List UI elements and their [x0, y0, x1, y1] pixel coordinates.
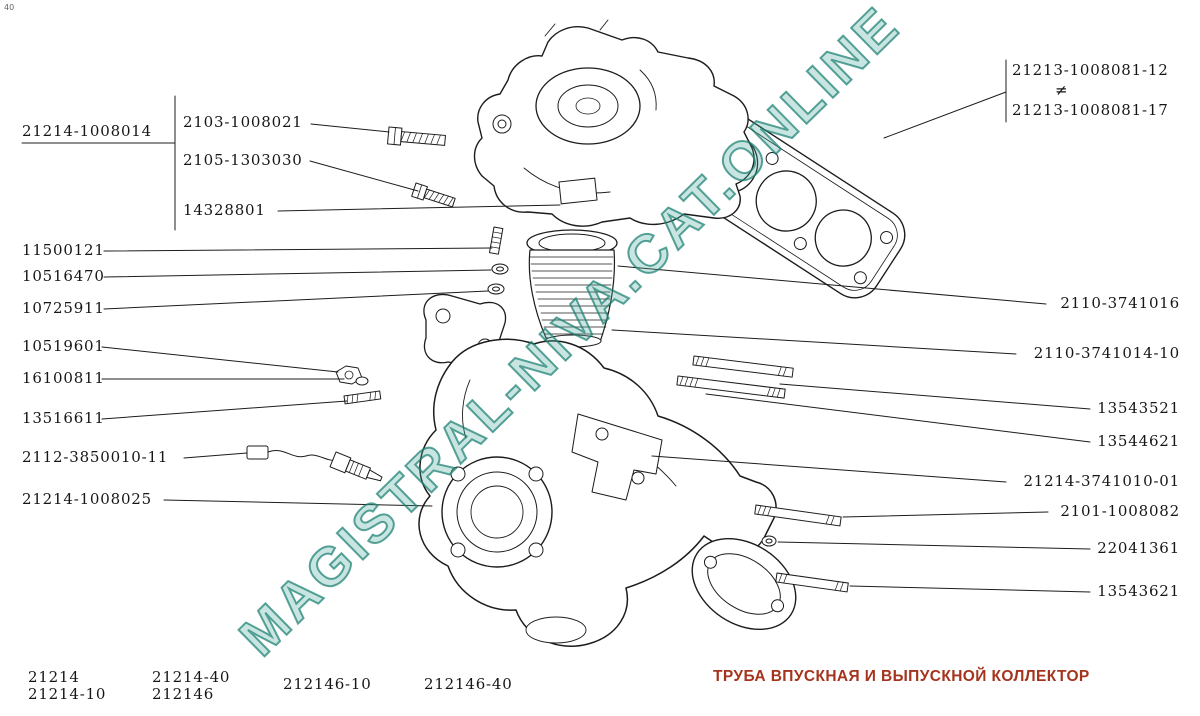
part-callout-right-0: 2110-3741016 — [1060, 294, 1180, 312]
model-code-21214-40: 21214-40 — [152, 668, 231, 686]
part-callout-left-4: 16100811 — [22, 369, 105, 387]
part-callout-right-4: 21214-3741010-01 — [1023, 472, 1180, 490]
leader-lines — [21, 59, 1091, 593]
part-callout-right-5: 2101-1008082 — [1060, 502, 1180, 520]
part-callout-left-2: 10725911 — [22, 299, 105, 317]
model-code-212146: 212146 — [152, 685, 215, 703]
part-callout-topright-second: 21213-1008081-17 — [1012, 101, 1169, 119]
part-callout-topright-first: 21213-1008081-12 — [1012, 61, 1169, 79]
part-callout-bracket-1: 2105-1303030 — [183, 151, 303, 169]
part-callout-right-3: 13544621 — [1097, 432, 1180, 450]
part-callout-group-title: 21214-1008014 — [22, 122, 152, 140]
model-code-21214-10: 21214-10 — [28, 685, 107, 703]
part-callout-left-5: 13516611 — [22, 409, 105, 427]
drawing-title: ТРУБА ВПУСКНАЯ И ВЫПУСКНОЙ КОЛЛЕКТОР — [713, 668, 1090, 685]
part-callout-right-6: 22041361 — [1097, 539, 1180, 557]
exhaust-manifold-drawing — [473, 19, 755, 227]
part-callout-left-1: 10516470 — [22, 267, 105, 285]
not-equal-sign: ≠ — [1055, 81, 1068, 99]
part-callout-left-6: 2112-3850010-11 — [22, 448, 169, 466]
model-code-21214: 21214 — [28, 668, 80, 686]
model-code-212146-10: 212146-10 — [283, 675, 372, 693]
oxygen-sensor-drawing — [246, 445, 383, 482]
part-callout-left-3: 10519601 — [22, 337, 105, 355]
part-callout-right-7: 13543621 — [1097, 582, 1180, 600]
fasteners-drawing — [335, 126, 849, 593]
part-callout-right-1: 2110-3741014-10 — [1033, 344, 1180, 362]
heat-shield-drawing — [526, 229, 618, 348]
model-code-212146-40: 212146-40 — [424, 675, 513, 693]
part-callout-right-2: 13543521 — [1097, 399, 1180, 417]
part-callout-left-0: 11500121 — [22, 241, 105, 259]
corner-mark: 40 — [4, 3, 15, 12]
intake-pipe-drawing — [418, 293, 797, 647]
part-callout-bracket-2: 14328801 — [183, 201, 266, 219]
part-callout-bracket-0: 2103-1008021 — [183, 113, 303, 131]
part-callout-left-7: 21214-1008025 — [22, 490, 152, 508]
